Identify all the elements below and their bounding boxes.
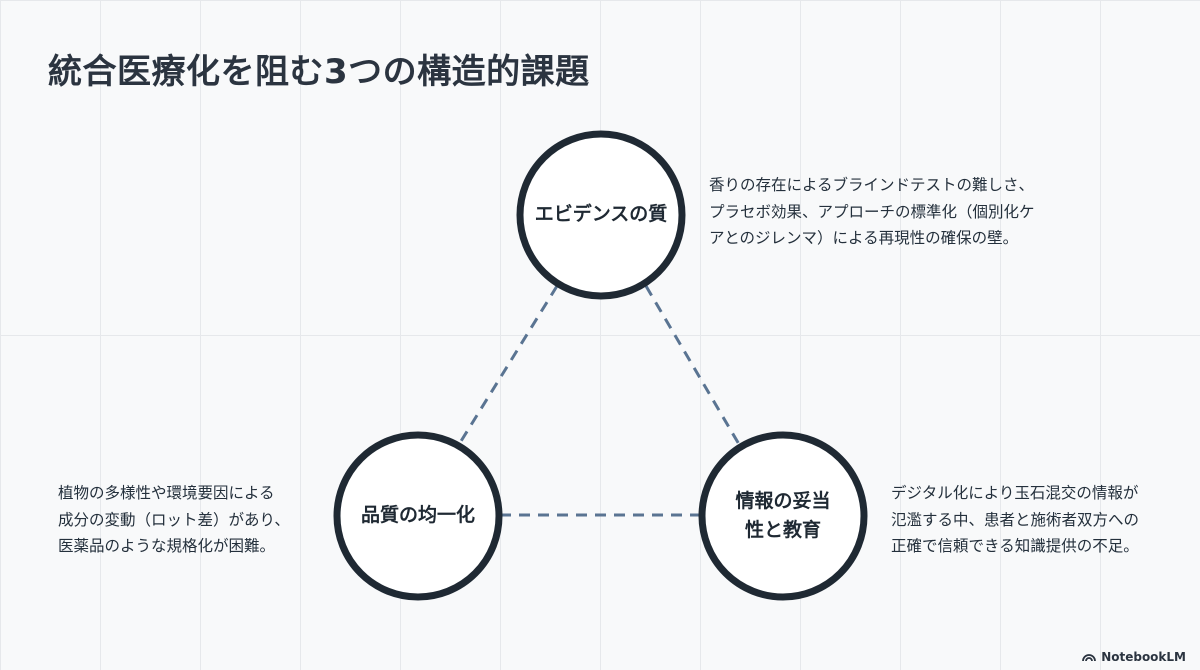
page-title: 統合医療化を阻む3つの構造的課題 [48, 52, 590, 92]
information-label-line-1: 情報の妥当 [735, 489, 831, 512]
connector-evidence-quality [456, 285, 559, 447]
connector-evidence-information [644, 285, 742, 447]
node-label-evidence: エビデンスの質 [526, 190, 676, 240]
description-line: デジタル化により玉石混交の情報が [891, 484, 1139, 502]
description-evidence: 香りの存在によるブラインドテストの難しさ、 プラセボ効果、アプローチの標準化（個… [709, 172, 1035, 252]
brand-name: NotebookLM [1101, 650, 1186, 664]
description-line: 香りの存在によるブラインドテストの難しさ、 [709, 176, 1035, 194]
node-circle-information [698, 431, 868, 601]
description-line: プラセボ効果、アプローチの標準化（個別化ケ [709, 202, 1035, 221]
notebooklm-logo-icon [1082, 654, 1097, 662]
evidence-label-text: エビデンスの質 [534, 203, 668, 226]
brand-watermark: NotebookLM [1082, 650, 1186, 664]
node-label-information: 情報の妥当 性と教育 [713, 476, 853, 556]
description-line: 正確で信頼できる知識提供の不足。 [891, 537, 1139, 556]
node-circle-quality [333, 431, 503, 601]
description-quality: 植物の多様性や環境要因による 成分の変動（ロット差）があり、 医薬品のような規格… [58, 480, 290, 560]
information-label-line-2: 性と教育 [744, 519, 821, 541]
node-label-quality: 品質の均一化 [343, 491, 493, 541]
description-line: 氾濫する中、患者と施術者双方への [891, 510, 1140, 529]
description-information: デジタル化により玉石混交の情報が 氾濫する中、患者と施術者双方への 正確で信頼で… [891, 480, 1139, 560]
description-line: アとのジレンマ）による再現性の確保の壁。 [709, 229, 1019, 248]
quality-label-text: 品質の均一化 [360, 504, 475, 527]
description-line: 医薬品のような規格化が困難。 [58, 537, 276, 556]
description-line: 成分の変動（ロット差）があり、 [58, 510, 290, 529]
node-circle-evidence [516, 130, 686, 300]
description-line: 植物の多様性や環境要因による [58, 484, 275, 502]
